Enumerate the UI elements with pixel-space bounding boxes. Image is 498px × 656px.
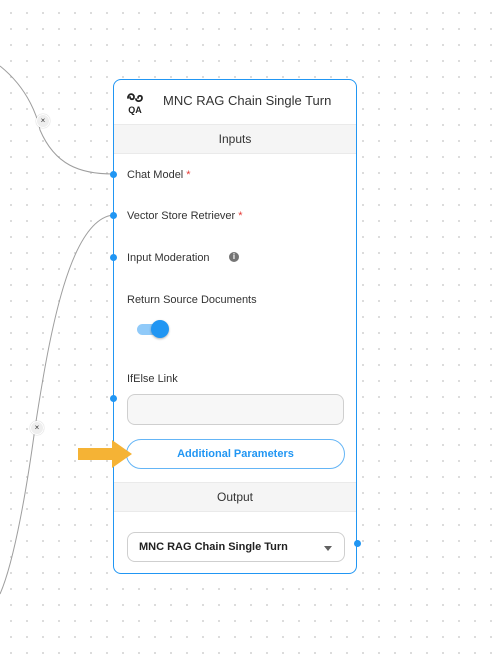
info-icon[interactable]: i — [229, 252, 239, 262]
output-handle[interactable] — [354, 540, 361, 547]
additional-parameters-button[interactable]: Additional Parameters — [126, 439, 345, 469]
rag-chain-node[interactable]: QA MNC RAG Chain Single Turn Inputs Chat… — [110, 79, 361, 574]
return-source-documents-label: Return Source Documents — [127, 294, 257, 306]
vector-store-retriever-label-text: Vector Store Retriever — [127, 210, 236, 222]
toggle-thumb — [151, 320, 169, 338]
output-select[interactable]: MNC RAG Chain Single Turn — [127, 532, 345, 562]
node-title: MNC RAG Chain Single Turn — [163, 93, 332, 108]
chat-model-input-handle[interactable] — [110, 171, 117, 178]
edge-delete-button[interactable]: × — [30, 421, 44, 435]
chat-model-label: Chat Model* — [127, 169, 191, 181]
return-source-documents-toggle[interactable] — [137, 320, 169, 338]
inputs-section-header: Inputs — [114, 124, 356, 154]
input-moderation-input-handle[interactable] — [110, 254, 117, 261]
output-select-value: MNC RAG Chain Single Turn — [139, 541, 288, 553]
qa-icon: QA — [127, 93, 143, 115]
ifelse-link-input[interactable] — [127, 394, 344, 425]
vector-store-retriever-label: Vector Store Retriever* — [127, 210, 243, 222]
node-header: QA MNC RAG Chain Single Turn — [114, 80, 356, 124]
required-indicator: * — [186, 169, 191, 181]
annotation-arrow-icon — [78, 440, 132, 468]
ifelse-link-input-handle[interactable] — [110, 395, 117, 402]
qa-icon-label: QA — [128, 105, 142, 115]
chevron-down-icon — [324, 546, 332, 551]
required-indicator: * — [238, 210, 243, 222]
edge-chat-model[interactable] — [0, 65, 114, 175]
ifelse-link-label: IfElse Link — [127, 373, 178, 385]
output-section-header: Output — [114, 482, 356, 512]
vector-store-retriever-input-handle[interactable] — [110, 212, 117, 219]
edge-vector-store-retriever[interactable] — [0, 214, 114, 595]
edge-delete-button[interactable]: × — [36, 114, 50, 128]
input-moderation-label: Input Moderation — [127, 252, 210, 264]
chat-model-label-text: Chat Model — [127, 169, 184, 181]
